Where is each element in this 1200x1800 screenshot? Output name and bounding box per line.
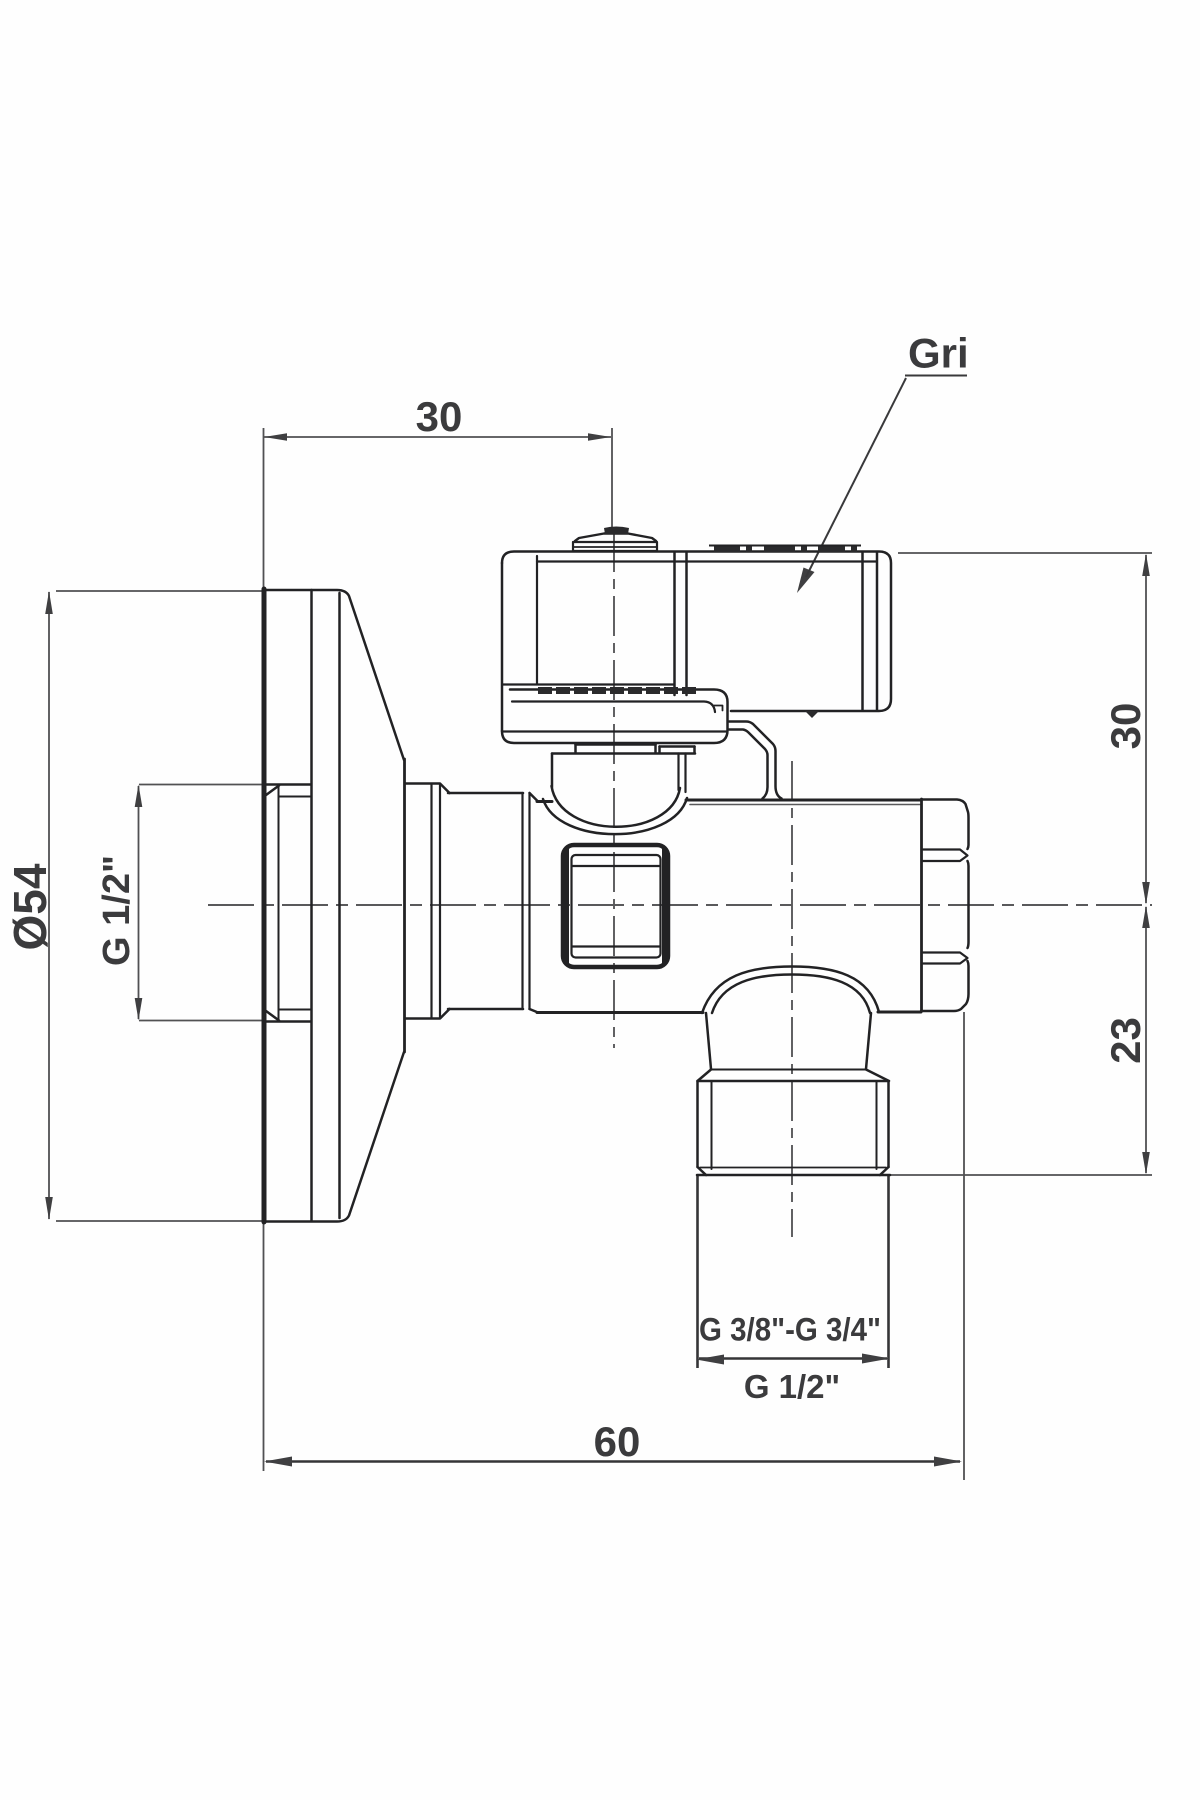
svg-text:G 1/2": G 1/2" <box>744 1368 840 1405</box>
svg-text:G 1/2": G 1/2" <box>96 855 138 966</box>
svg-text:Gri: Gri <box>908 330 969 377</box>
svg-text:Ø54: Ø54 <box>4 863 56 950</box>
svg-text:30: 30 <box>1102 703 1149 750</box>
svg-text:23: 23 <box>1102 1017 1149 1064</box>
svg-text:60: 60 <box>594 1418 641 1465</box>
svg-text:G 3/8"-G 3/4": G 3/8"-G 3/4" <box>699 1312 881 1348</box>
svg-text:30: 30 <box>416 393 463 440</box>
